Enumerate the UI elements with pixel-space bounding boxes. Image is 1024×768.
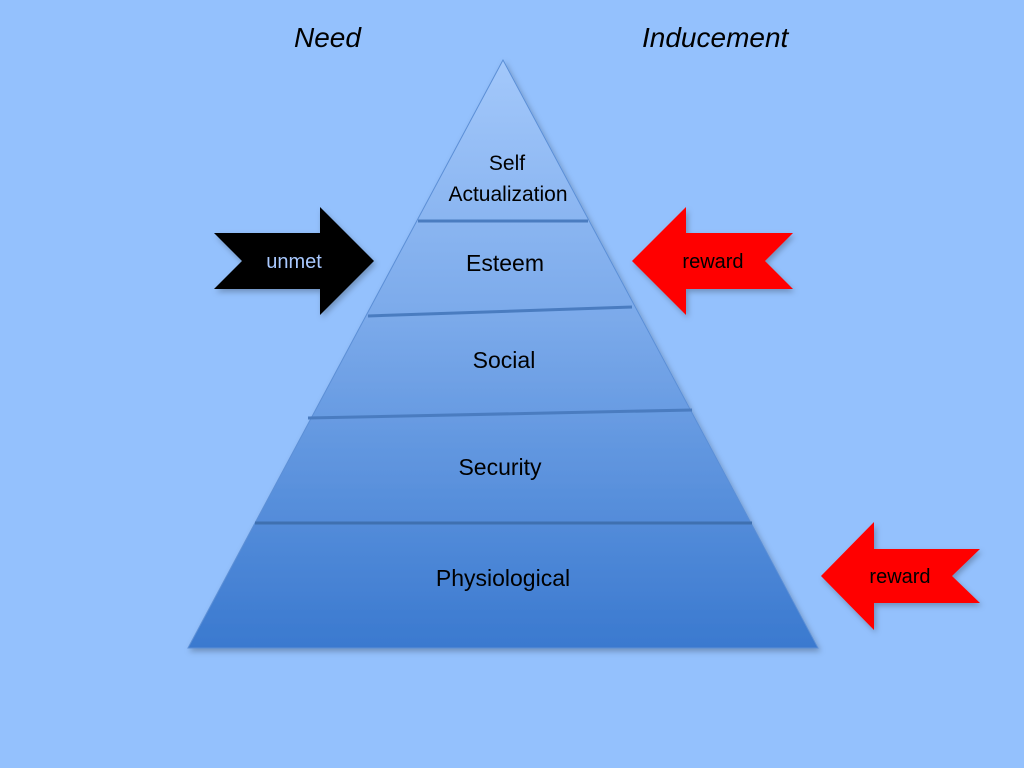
divider-esteem-social: [367, 305, 633, 318]
reward-arrow-bottom-label: reward: [869, 566, 930, 588]
need-heading: Need: [294, 22, 361, 53]
inducement-heading: Inducement: [642, 22, 789, 53]
level-security: Security: [458, 454, 542, 480]
divider-social-security: [307, 408, 693, 420]
level-social: Social: [473, 347, 536, 373]
unmet-arrow: unmet: [214, 207, 374, 315]
level-esteem: Esteem: [466, 250, 544, 276]
reward-arrow-top-label: reward: [682, 251, 743, 273]
pyramid-shape: [187, 58, 819, 649]
level-physiological: Physiological: [436, 565, 570, 591]
level-self-actualization-line2: Actualization: [448, 183, 567, 206]
reward-arrow-top: reward: [632, 207, 793, 315]
level-self-actualization-line1: Self: [489, 152, 525, 175]
reward-arrow-bottom: reward: [821, 522, 980, 630]
unmet-arrow-label: unmet: [266, 251, 322, 273]
